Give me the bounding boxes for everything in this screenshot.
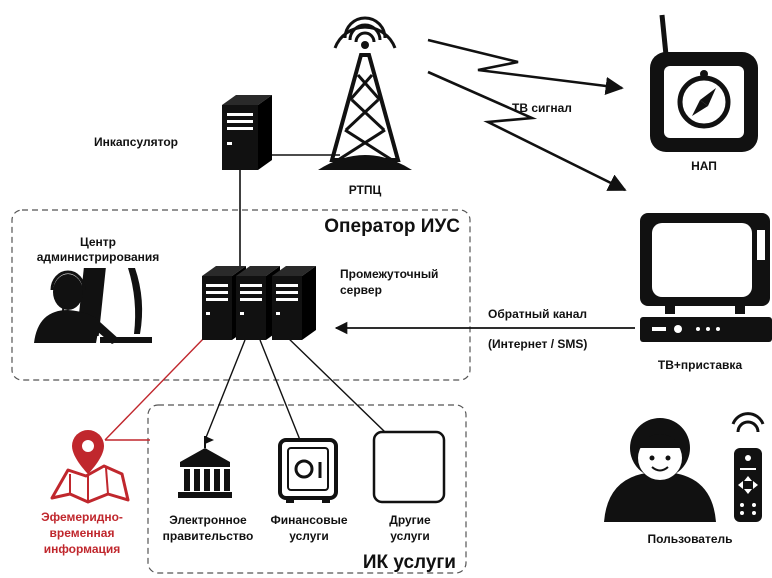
nap-navigation-device-icon — [650, 14, 758, 152]
back-channel-label-line2: (Интернет / SMS) — [488, 337, 587, 351]
e-government-building-icon — [178, 436, 232, 498]
user-label: Пользователь — [647, 532, 732, 546]
other-services-label-line2: услуги — [390, 529, 430, 543]
other-services-label-line1: Другие — [389, 513, 431, 527]
tv-set-top-box-icon — [640, 213, 772, 342]
admin-center-label-line1: Центр — [80, 235, 116, 249]
finance-label-line1: Финансовые — [270, 513, 347, 527]
admin-operator-icon — [34, 268, 152, 344]
encapsulator-server-icon — [222, 95, 272, 170]
ephemeris-label-line3: информация — [44, 542, 121, 556]
intermediate-server-icon — [202, 266, 316, 340]
other-services-box-icon — [372, 430, 446, 504]
encapsulator-label: Инкапсулятор — [94, 135, 178, 149]
finance-label-line2: услуги — [289, 529, 329, 543]
line-server-ephemeris — [104, 336, 206, 441]
ephemeris-label-line1: Эфемеридно- — [41, 510, 123, 524]
operator-ius-title: Оператор ИУС — [324, 216, 460, 237]
tv-signal-arrow-tv — [427, 70, 627, 192]
line-server-egov — [204, 339, 246, 441]
back-channel-label-line1: Обратный канал — [488, 307, 587, 321]
remote-control-icon — [731, 412, 765, 522]
tv-signal-arrow-nap — [427, 38, 624, 95]
admin-center-label-line2: администрирования — [37, 250, 160, 264]
intermediate-server-label-line2: сервер — [340, 283, 382, 297]
tv-signal-label: ТВ сигнал — [512, 101, 572, 115]
line-server-other — [284, 334, 386, 433]
line-server-finance — [259, 339, 301, 441]
tv-box-label: ТВ+приставка — [658, 358, 743, 372]
radio-tower-icon — [318, 16, 412, 170]
rtpc-label: РТПЦ — [349, 183, 382, 197]
nap-label: НАП — [691, 159, 717, 173]
intermediate-server-label-line1: Промежуточный — [340, 267, 438, 281]
ik-services-box — [147, 404, 467, 574]
egov-label-line1: Электронное — [169, 513, 247, 527]
ephemeris-map-pin-icon — [50, 430, 130, 504]
ephemeris-label-line2: временная — [50, 526, 115, 540]
safe-icon — [278, 438, 338, 503]
egov-label-line2: правительство — [163, 529, 254, 543]
user-icon — [604, 418, 716, 522]
ik-services-title: ИК услуги — [363, 552, 456, 573]
